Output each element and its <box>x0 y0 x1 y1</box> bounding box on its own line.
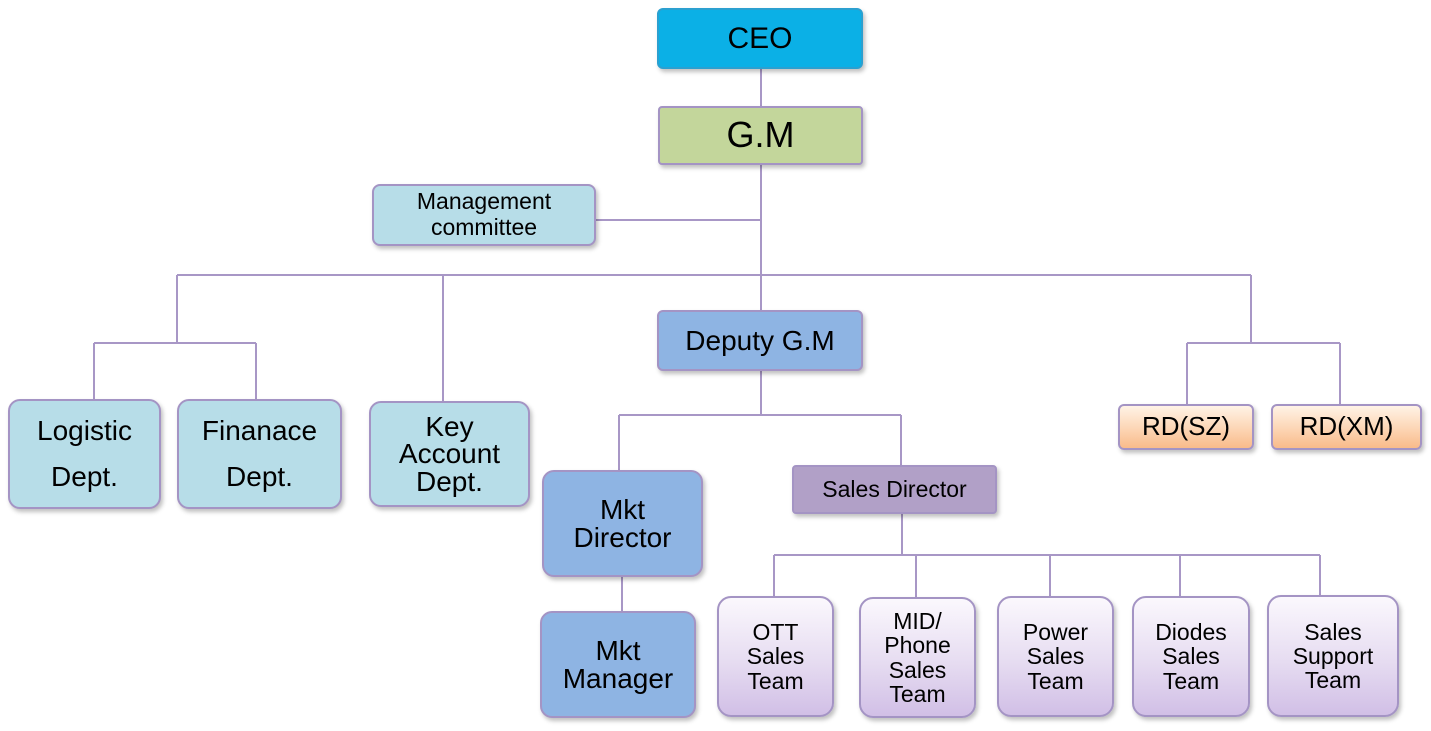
node-finance-dept: Finanace Dept. <box>177 399 342 509</box>
node-deputy-gm: Deputy G.M <box>657 310 863 371</box>
node-mkt-manager: Mkt Manager <box>540 611 696 718</box>
node-rd-sz: RD(SZ) <box>1118 404 1254 450</box>
node-sales-director: Sales Director <box>792 465 997 514</box>
node-logistic-dept: Logistic Dept. <box>8 399 161 509</box>
node-ceo: CEO <box>657 8 863 69</box>
node-power-sales-team: Power Sales Team <box>997 596 1114 717</box>
node-mid-phone-sales-team: MID/ Phone Sales Team <box>859 597 976 718</box>
node-rd-xm: RD(XM) <box>1271 404 1422 450</box>
node-diodes-sales-team: Diodes Sales Team <box>1132 596 1250 717</box>
node-sales-support-team: Sales Support Team <box>1267 595 1399 717</box>
node-ott-sales-team: OTT Sales Team <box>717 596 834 717</box>
node-management-committee: Management committee <box>372 184 596 246</box>
node-mkt-director: Mkt Director <box>542 470 703 577</box>
node-gm: G.M <box>658 106 863 165</box>
node-key-account-dept: Key Account Dept. <box>369 401 530 507</box>
